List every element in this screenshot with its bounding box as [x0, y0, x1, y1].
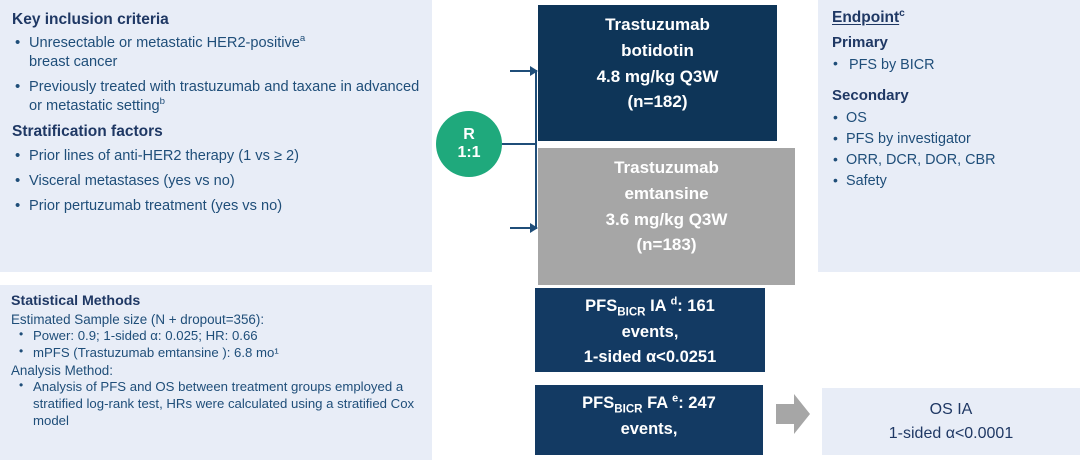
pfs-fa-subscript: BICR: [614, 403, 643, 416]
randomization-label: R: [463, 125, 475, 143]
randomization-ratio: 1:1: [457, 144, 481, 161]
stratification-heading: Stratification factors: [12, 123, 163, 141]
list-item: Visceral metastases (yes vs no): [12, 171, 420, 191]
inclusion-criteria-list: Unresectable or metastatic HER2-positive…: [12, 33, 420, 116]
arm-drug-line2: botidotin: [621, 40, 694, 60]
os-ia-alpha: 1-sided α<0.0001: [888, 424, 1014, 442]
pfs-ia-subscript: BICR: [617, 306, 646, 319]
arrowhead-experimental: [530, 66, 538, 76]
list-item: Prior lines of anti-HER2 therapy (1 vs ≥…: [12, 146, 420, 166]
inclusion-item-1-line2: breast cancer: [29, 54, 118, 71]
pfs-fa-events: : 247: [678, 394, 716, 412]
randomization-node: R 1:1: [436, 111, 502, 177]
inclusion-item-2-text: Previously treated with trastuzumab and …: [29, 79, 420, 115]
secondary-endpoint-heading: Secondary: [832, 87, 909, 105]
analysis-method-list: Analysis of PFS and OS between treatment…: [11, 378, 421, 430]
pfs-ia-line2: events,: [621, 322, 679, 341]
connector-vertical: [535, 70, 537, 229]
footnote-marker-d: d: [670, 295, 678, 308]
inclusion-item-1-text: Unresectable or metastatic HER2-positive: [29, 35, 300, 52]
pfs-fa-kind: FA: [642, 394, 673, 412]
endpoints-title: Endpointc: [832, 7, 1068, 27]
primary-endpoint-list: PFS by BICR: [832, 54, 1068, 75]
arm-dose: 3.6 mg/kg Q3W: [605, 209, 728, 229]
secondary-endpoint-list: OS PFS by investigator ORR, DCR, DOR, CB…: [832, 107, 1068, 192]
list-item: Analysis of PFS and OS between treatment…: [11, 378, 421, 430]
connector-stem: [502, 143, 537, 145]
pfs-final-analysis-box: PFSBICR FA e: 247 events,: [535, 385, 763, 455]
pfs-fa-line1: PFSBICR FA e: 247: [535, 391, 763, 417]
primary-endpoint-heading: Primary: [832, 34, 888, 51]
arm-dose: 4.8 mg/kg Q3W: [596, 66, 719, 86]
arm-drug-line1: Trastuzumab: [605, 15, 710, 34]
statistical-methods-heading: Statistical Methods: [11, 293, 141, 309]
arrowhead-control: [530, 223, 538, 233]
list-item: ORR, DCR, DOR, CBR: [832, 149, 1068, 171]
sample-size-list: Power: 0.9; 1-sided α: 0.025; HR: 0.66 m…: [11, 327, 421, 362]
list-item: mPFS (Trastuzumab emtansine ): 6.8 mo¹: [11, 344, 421, 362]
pfs-interim-analysis-box: PFSBICR IA d: 161 events, 1-sided α<0.02…: [535, 288, 765, 372]
treatment-arm-control: Trastuzumab emtansine 3.6 mg/kg Q3W (n=1…: [538, 148, 795, 285]
footnote-marker-e: e: [672, 392, 679, 405]
os-interim-analysis-panel: OS IA 1-sided α<0.0001: [822, 388, 1080, 455]
pfs-ia-label: PFS: [585, 297, 618, 315]
arm-drug-line1: Trastuzumab: [614, 158, 719, 177]
list-item: Power: 0.9; 1-sided α: 0.025; HR: 0.66: [11, 327, 421, 345]
pfs-fa-line2: events,: [620, 419, 678, 438]
list-item: Previously treated with trastuzumab and …: [12, 77, 420, 116]
treatment-arm-experimental: Trastuzumab botidotin 4.8 mg/kg Q3W (n=1…: [538, 5, 777, 141]
footnote-marker-a: a: [299, 33, 306, 45]
endpoints-panel: Endpointc Primary PFS by BICR Secondary …: [818, 0, 1080, 272]
list-item: Unresectable or metastatic HER2-positive…: [12, 33, 420, 72]
footnote-marker-c: c: [899, 7, 905, 19]
arm-sample-size: (n=182): [627, 92, 688, 112]
list-item: PFS by BICR: [832, 54, 1068, 75]
pfs-fa-label: PFS: [582, 394, 615, 412]
arm-sample-size: (n=183): [636, 235, 697, 255]
list-item: Prior pertuzumab treatment (yes vs no): [12, 196, 420, 216]
endpoints-title-text: Endpoint: [832, 9, 900, 26]
footnote-marker-b: b: [159, 96, 165, 108]
list-item: Safety: [832, 170, 1068, 192]
inclusion-criteria-panel: Key inclusion criteria Unresectable or m…: [0, 0, 432, 272]
connector-to-experimental: [510, 70, 537, 72]
pfs-ia-kind: IA: [645, 297, 671, 315]
list-item: OS: [832, 107, 1068, 129]
analysis-method-line: Analysis Method:: [11, 362, 113, 378]
flow-arrow-icon: [776, 394, 810, 434]
sample-size-line: Estimated Sample size (N + dropout=356):: [11, 312, 265, 327]
pfs-ia-line3: 1-sided α<0.0251: [583, 348, 717, 367]
list-item: PFS by investigator: [832, 128, 1068, 150]
connector-to-control: [510, 227, 537, 229]
pfs-ia-line1: PFSBICR IA d: 161: [535, 294, 765, 320]
inclusion-criteria-heading: Key inclusion criteria: [12, 11, 169, 28]
pfs-ia-events: : 161: [677, 297, 715, 315]
statistical-methods-panel: Statistical Methods Estimated Sample siz…: [0, 285, 432, 460]
os-ia-title: OS IA: [929, 400, 973, 418]
stratification-list: Prior lines of anti-HER2 therapy (1 vs ≥…: [12, 146, 420, 216]
arm-drug-line2: emtansine: [624, 183, 709, 203]
